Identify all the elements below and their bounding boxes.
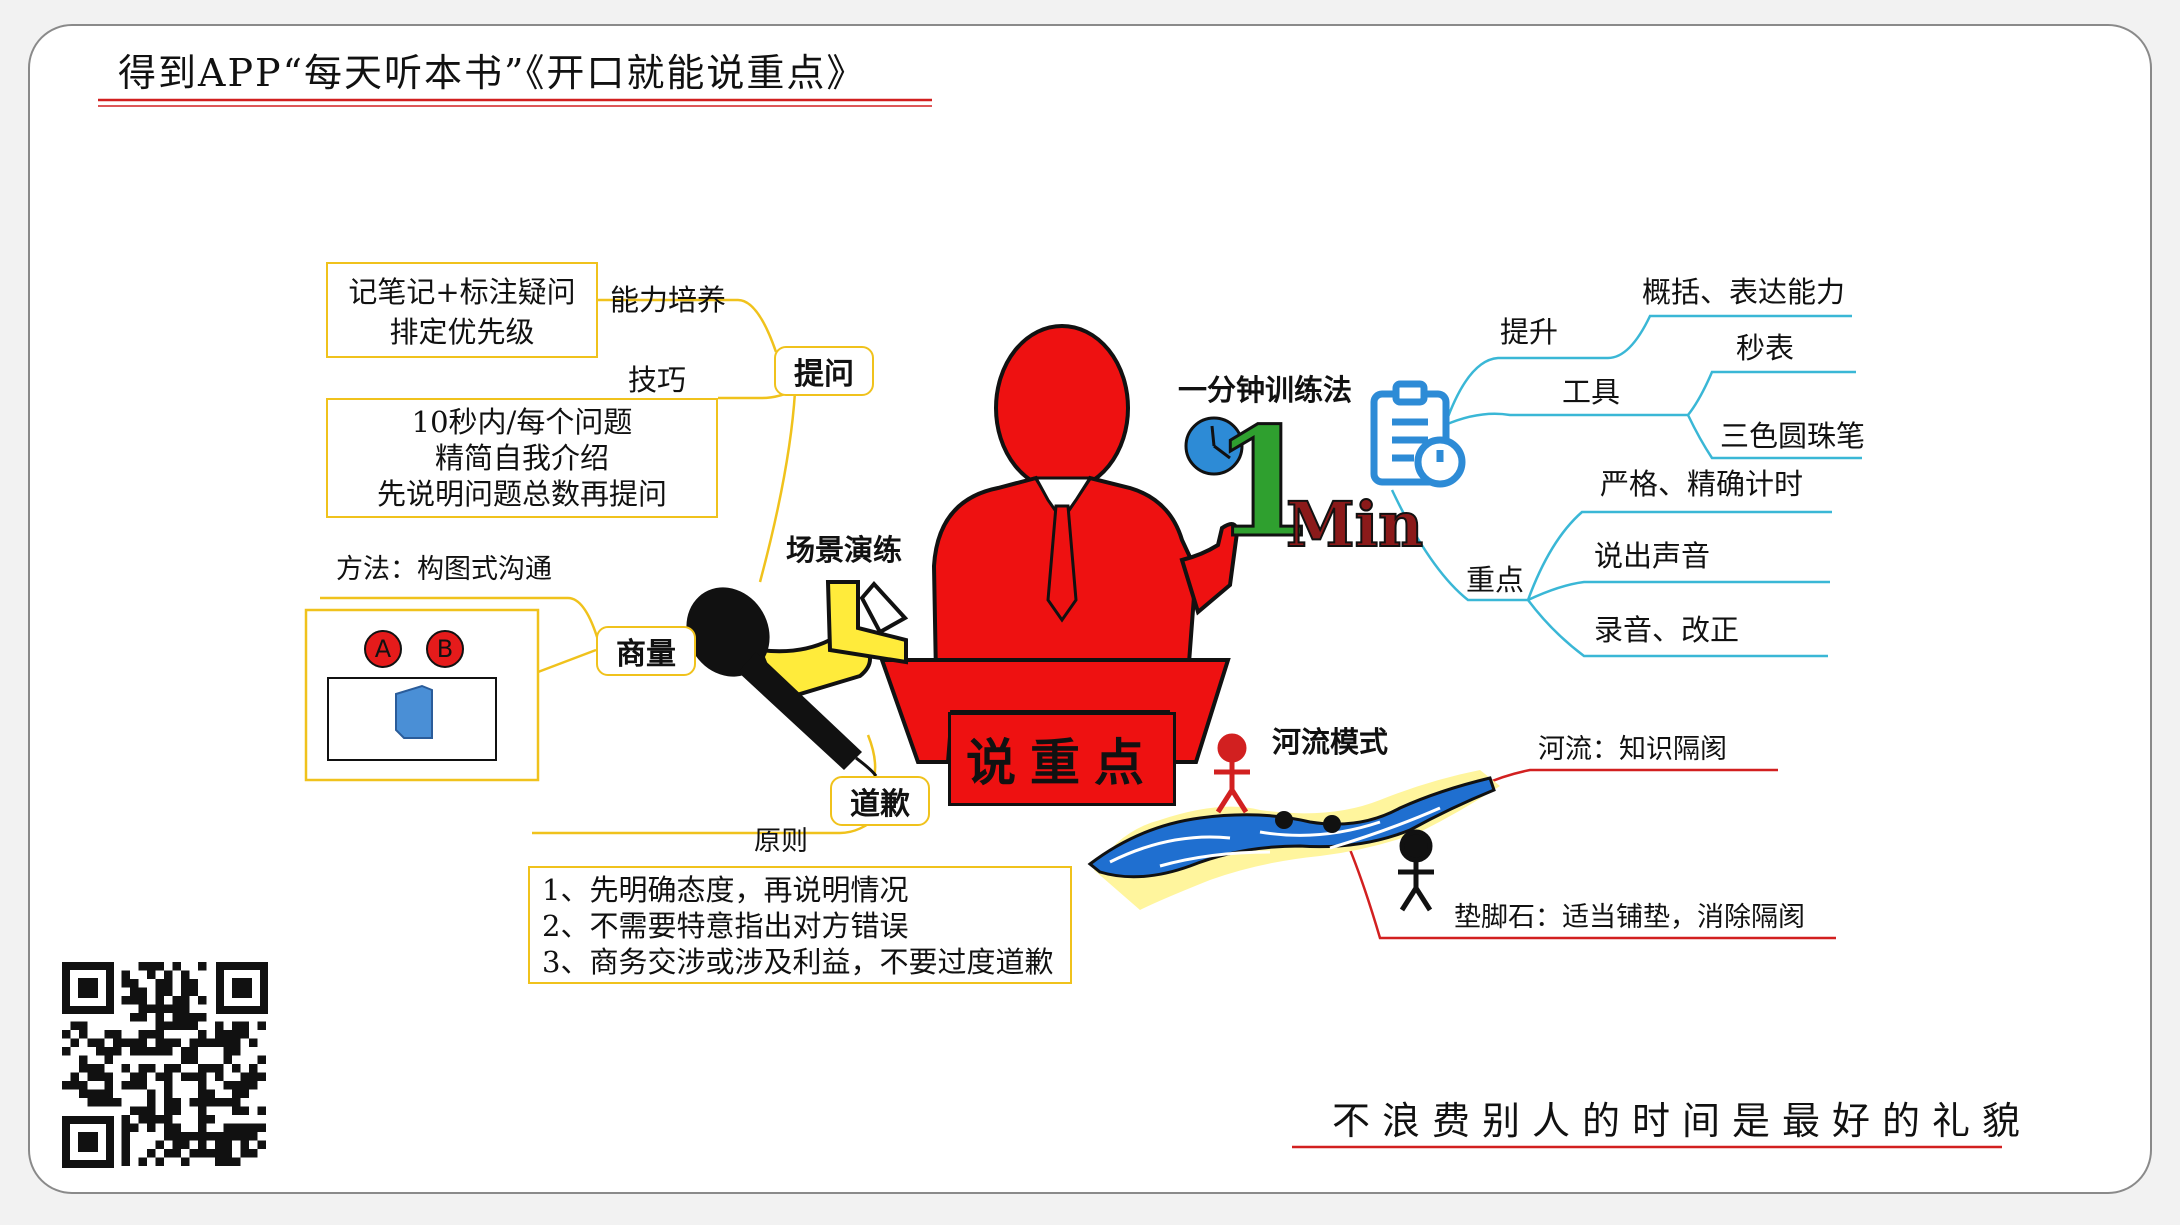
river-model-label: 河流模式 — [1272, 725, 1389, 759]
ability-box — [326, 262, 598, 358]
focus-item-1: 严格、精确计时 — [1600, 467, 1804, 501]
tools-item-2: 三色圆珠笔 — [1720, 419, 1866, 453]
badge-a: A — [364, 630, 402, 668]
stone-item: 垫脚石：适当铺垫，消除隔阂 — [1454, 902, 1805, 933]
speaker-icon — [879, 324, 1239, 764]
questioning-node: 提问 — [774, 346, 874, 396]
principle-branch-label: 原则 — [754, 826, 808, 857]
ability-line-2: 排定优先级 — [389, 315, 535, 349]
one-minute-label: 一分钟训练法 — [1178, 373, 1353, 407]
podium-label: 说重点 — [948, 712, 1176, 806]
skill-line-2: 精简自我介绍 — [434, 441, 609, 475]
right-branch-lines — [1390, 314, 1862, 658]
clipboard-stopwatch-icon — [1370, 380, 1466, 488]
apology-node: 道歉 — [830, 776, 930, 826]
ability-line-1: 记笔记+标注疑问 — [348, 275, 576, 309]
footer-motto: 不浪费别人的时间是最好的礼貌 — [1332, 1099, 2033, 1143]
focus-branch-label: 重点 — [1466, 563, 1525, 597]
black-person-icon — [1398, 829, 1434, 912]
tools-branch-label: 工具 — [1562, 375, 1621, 409]
principle-line-3: 3、商务交涉或涉及利益，不要过度道歉 — [542, 945, 1054, 979]
one-minute-unit: Min — [1285, 488, 1424, 561]
ability-branch-label: 能力培养 — [610, 283, 727, 317]
badge-b: B — [426, 630, 464, 668]
tools-item-1: 秒表 — [1736, 331, 1795, 365]
negotiation-node: 商量 — [596, 626, 696, 676]
red-person-icon — [1214, 733, 1250, 814]
river-item: 河流：知识隔阂 — [1538, 734, 1727, 765]
improve-item-1: 概括、表达能力 — [1642, 275, 1846, 309]
skill-line-1: 10秒内/每个问题 — [411, 405, 633, 439]
improve-branch-label: 提升 — [1500, 315, 1559, 349]
skill-box — [326, 398, 718, 518]
qr-code-icon — [62, 962, 268, 1168]
scenario-label: 场景演练 — [786, 533, 903, 567]
principle-line-2: 2、不需要特意指出对方错误 — [542, 909, 909, 943]
one-minute-number: 1 — [1210, 395, 1317, 571]
skill-branch-label: 技巧 — [628, 363, 687, 397]
river-icon — [1087, 770, 1500, 910]
skill-line-3: 先说明问题总数再提问 — [376, 477, 667, 511]
page-title: 得到APP“每天听本书”《开口就能说重点》 — [118, 51, 867, 95]
principle-line-1: 1、先明确态度，再说明情况 — [542, 873, 909, 907]
microphone-icon — [686, 580, 909, 777]
principle-box — [528, 866, 1072, 984]
negotiation-method-label: 方法：构图式沟通 — [336, 554, 552, 585]
focus-item-3: 录音、改正 — [1594, 613, 1740, 647]
focus-item-2: 说出声音 — [1594, 539, 1711, 573]
clock-icon — [1184, 416, 1244, 476]
negotiation-diagram — [304, 608, 540, 782]
